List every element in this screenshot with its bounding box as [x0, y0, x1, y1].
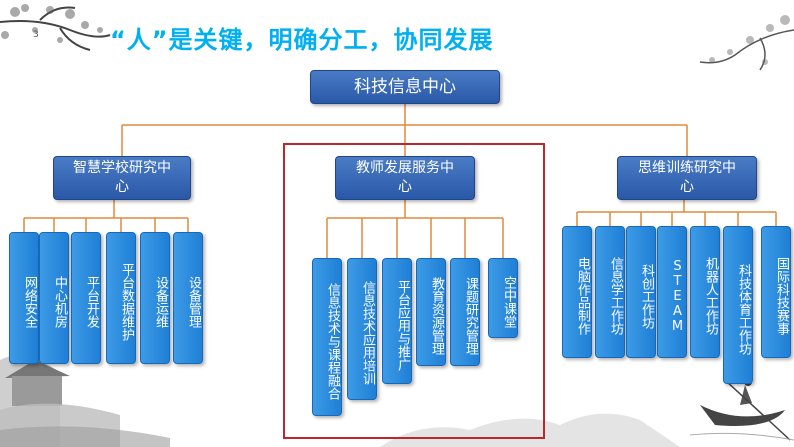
branch-label: 智慧学校研究中心	[73, 160, 171, 195]
leaf-node: 科创工作坊	[626, 226, 656, 358]
leaf-node: STEAM	[657, 226, 687, 358]
branch-node-teacher-development: 教师发展服务中心	[335, 156, 475, 200]
foliage-top-left	[1, 4, 103, 43]
leaf-node: 网络安全	[9, 232, 39, 364]
leaf-node: 空中课堂	[488, 258, 518, 338]
branch-node-smart-school: 智慧学校研究中心	[53, 156, 191, 200]
highlight-frame	[283, 143, 545, 439]
tree-branch-top-right	[699, 29, 794, 71]
leaf-node: 设备管理	[173, 232, 203, 364]
page-number: 3	[33, 30, 39, 40]
boat-figure-bottom-right	[689, 378, 794, 441]
hut-landscape-bottom-left	[0, 355, 170, 447]
leaf-node: 平台应用与推广	[382, 258, 412, 384]
branch-node-thinking-training: 思维训练研究中心	[617, 156, 757, 200]
tree-branch-top-left	[0, 6, 111, 51]
leaf-node: 国际科技赛事	[761, 226, 791, 358]
slide-title: “人”是关键，明确分工，协同发展	[110, 26, 494, 54]
leaf-node: 机器人工作坊	[690, 226, 720, 358]
branch-label: 思维训练研究中心	[638, 160, 736, 195]
leaf-node: 信息技术与课程融合	[312, 258, 342, 416]
leaf-node: 电脑作品制作	[562, 226, 592, 358]
leaf-node: 信息学工作坊	[595, 226, 625, 358]
leaf-node: 平台数据维护	[106, 232, 136, 364]
foliage-top-right	[709, 15, 790, 65]
leaf-node: 平台开发	[71, 232, 101, 364]
leaf-node: 中心机房	[39, 232, 69, 364]
leaf-node: 科技体育工作坊	[723, 226, 753, 384]
root-node: 科技信息中心	[310, 70, 500, 104]
branch-label: 教师发展服务中心	[356, 160, 454, 195]
leaf-node: 教育资源管理	[416, 258, 446, 366]
leaf-node: 信息技术应用培训	[347, 258, 377, 400]
leaf-node: 设备运维	[140, 232, 170, 364]
leaf-node: 课题研究管理	[450, 258, 480, 366]
